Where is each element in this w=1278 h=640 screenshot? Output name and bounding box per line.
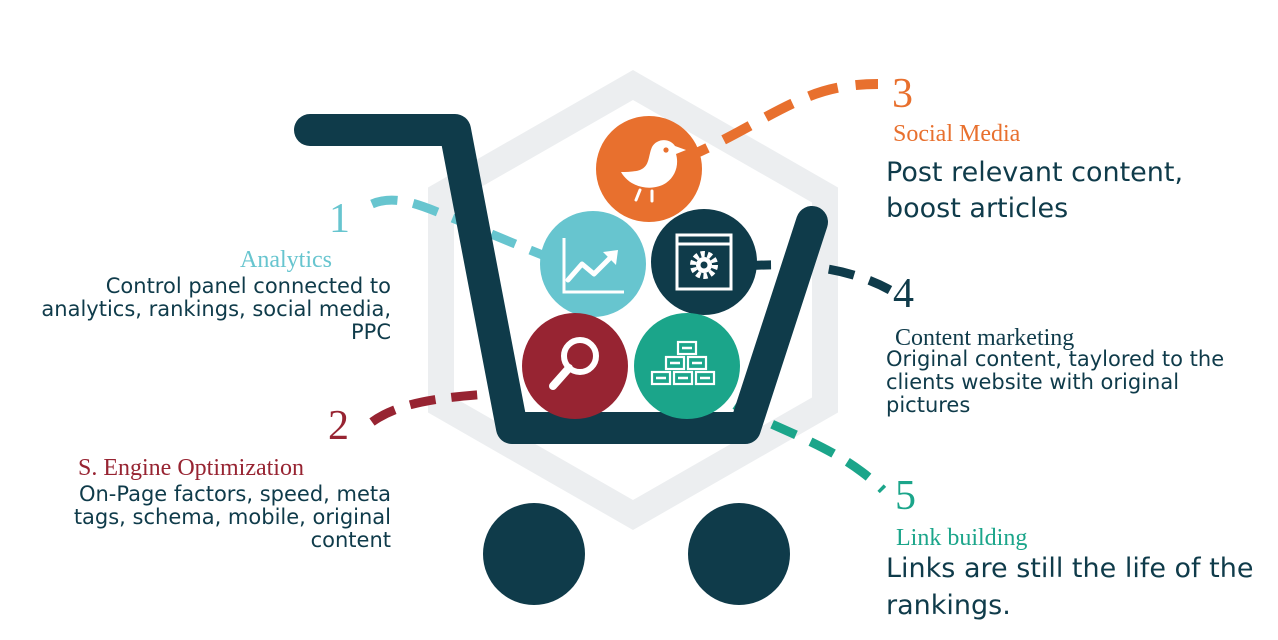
trend-chart-icon — [540, 211, 646, 317]
cart-icon — [294, 114, 828, 605]
cart-wheel-right — [688, 503, 790, 605]
step-number-4: 4 — [893, 271, 914, 317]
magnifier-icon — [522, 313, 628, 419]
social-description: Post relevant content, boost articles — [886, 157, 1184, 224]
link-bricks-icon — [634, 313, 740, 419]
links-title: Link building — [896, 525, 1028, 551]
step-number-1: 1 — [329, 196, 350, 242]
social-title: Social Media — [893, 121, 1021, 147]
gear-window-icon — [651, 209, 757, 315]
seo-title: S. Engine Optimization — [78, 455, 304, 481]
bird-icon — [596, 116, 702, 222]
content-description: Original content, taylored to the client… — [886, 347, 1225, 417]
content-title: Content marketing — [895, 325, 1075, 351]
seo-description: On-Page factors, speed, meta tags, schem… — [73, 482, 391, 552]
step-number-3: 3 — [892, 71, 913, 117]
hexagon-watermark — [428, 70, 838, 530]
cart-wheel-left — [483, 503, 585, 605]
links-description: Links are still the life of the rankings… — [886, 553, 1254, 621]
step-number-2: 2 — [328, 403, 349, 449]
analytics-title: Analytics — [240, 247, 332, 273]
analytics-description: Control panel connected to analytics, ra… — [41, 274, 391, 344]
connector-line-content — [744, 260, 893, 294]
step-number-5: 5 — [895, 473, 916, 519]
